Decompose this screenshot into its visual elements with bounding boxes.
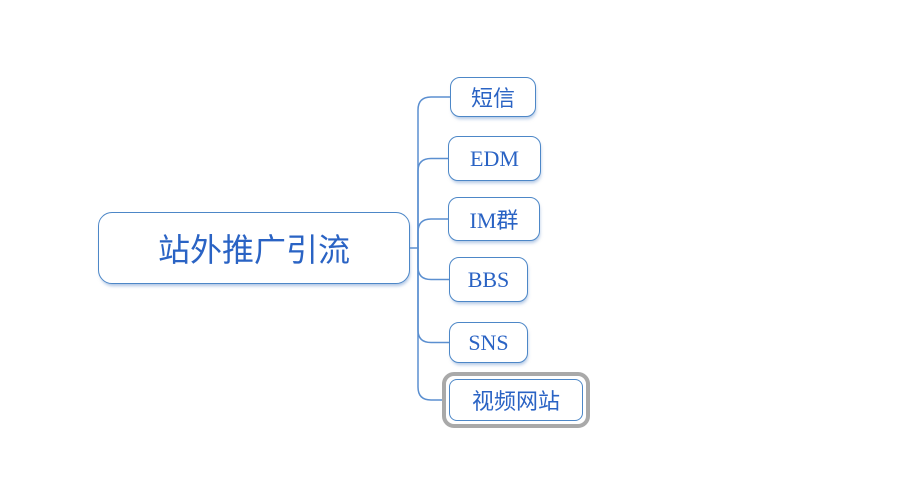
node-video-site[interactable]: 视频网站 bbox=[449, 379, 583, 421]
selection-ring: 视频网站 bbox=[442, 372, 590, 428]
node-sns[interactable]: SNS bbox=[449, 322, 528, 363]
connector-to-sns bbox=[417, 247, 450, 344]
connector-to-edm bbox=[417, 157, 449, 249]
node-im-group[interactable]: IM群 bbox=[448, 197, 540, 241]
node-bbs-label: BBS bbox=[467, 266, 510, 292]
node-im-group-label: IM群 bbox=[469, 208, 519, 233]
connector-to-im-group bbox=[417, 218, 449, 249]
node-bbs[interactable]: BBS bbox=[449, 257, 528, 302]
root-node-label: 站外推广引流 bbox=[157, 232, 350, 268]
connector-to-sms bbox=[417, 96, 451, 249]
node-sms[interactable]: 短信 bbox=[450, 77, 536, 117]
node-sns-label: SNS bbox=[468, 329, 509, 355]
connector-to-video-site bbox=[417, 247, 443, 401]
node-edm[interactable]: EDM bbox=[448, 136, 541, 181]
connector-to-bbs bbox=[417, 247, 450, 281]
node-video-site-label: 视频网站 bbox=[471, 389, 560, 414]
node-edm-label: EDM bbox=[470, 145, 519, 171]
root-node[interactable]: 站外推广引流 bbox=[98, 212, 410, 284]
node-sms-label: 短信 bbox=[470, 86, 515, 111]
